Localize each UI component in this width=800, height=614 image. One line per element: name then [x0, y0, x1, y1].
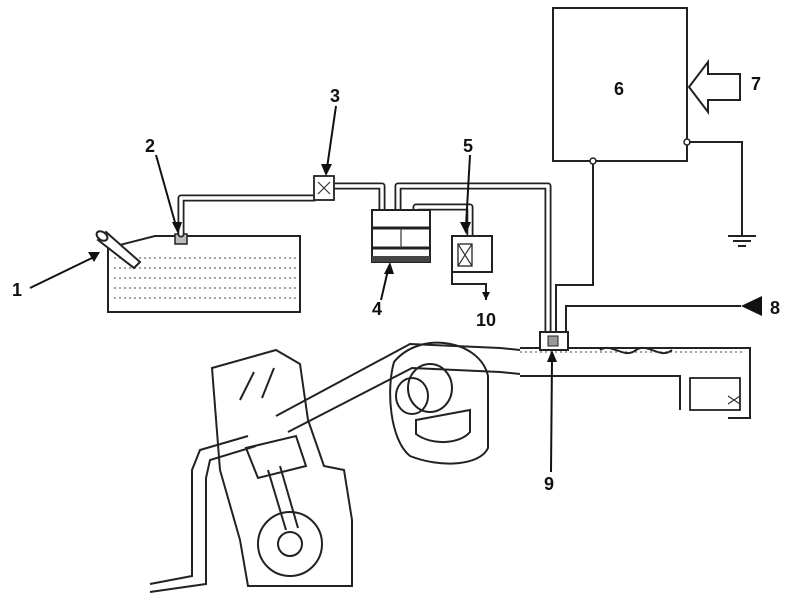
control-wire [555, 164, 594, 333]
rollover-valve-3 [313, 175, 335, 201]
exhaust-pipe [149, 435, 257, 593]
label-8: 8 [770, 298, 780, 318]
engine [210, 348, 353, 587]
label-1: 1 [12, 280, 22, 300]
cutoff-valve-5 [451, 235, 493, 300]
intake-manifold [275, 342, 751, 433]
charcoal-canister-4 [371, 209, 431, 263]
signal-line-8 [565, 296, 762, 331]
intake-plenum [389, 341, 489, 465]
leader-arrows [29, 105, 557, 473]
purge-valve-9 [539, 331, 569, 351]
ground-wire [689, 141, 756, 247]
fuel-tank [107, 235, 301, 313]
filler-neck [95, 230, 142, 270]
input-signal-arrow-7 [687, 59, 741, 115]
label-9: 9 [544, 474, 554, 494]
label-5: 5 [463, 136, 473, 156]
label-2: 2 [145, 136, 155, 156]
label-3: 3 [330, 86, 340, 106]
label-7: 7 [751, 74, 761, 94]
control-unit-6 [552, 7, 691, 165]
label-6: 6 [614, 79, 624, 99]
label-4: 4 [372, 299, 382, 319]
label-10: 10 [476, 310, 496, 330]
